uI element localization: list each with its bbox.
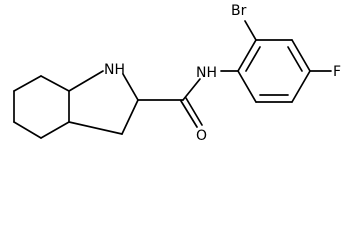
carbonyl-double-bond: [185, 97, 203, 126]
cyclohexane-ring: [13, 75, 70, 139]
bond: [291, 70, 311, 103]
aromatic-inner-bond: [245, 46, 261, 72]
pyrrolidine-ring: [68, 70, 139, 135]
atom-label-nh-ring: NH: [104, 62, 125, 78]
bond: [40, 75, 70, 92]
bond: [13, 75, 42, 92]
bond: [237, 39, 257, 72]
bond: [122, 73, 139, 101]
atom-label-nh-amide: NH: [196, 65, 217, 81]
benzene-ring: [237, 39, 311, 103]
carbonyl-double-bond: [180, 100, 198, 128]
atom-label-fluorine: F: [333, 64, 341, 80]
atom-label-bromine: Br: [231, 3, 247, 19]
bond: [13, 121, 42, 139]
bond: [40, 121, 70, 139]
aromatic-inner-bond: [287, 46, 303, 72]
bond: [244, 20, 257, 41]
bond: [68, 70, 104, 92]
bond: [121, 99, 139, 135]
bond: [182, 78, 201, 101]
bond: [291, 39, 311, 72]
amide-group: [137, 70, 239, 128]
bond: [237, 70, 257, 103]
chemical-structure: NH NH O Br F: [13, 3, 341, 144]
bond: [68, 121, 123, 135]
atom-label-oxygen: O: [196, 128, 207, 144]
substituent-bonds: [244, 20, 332, 72]
